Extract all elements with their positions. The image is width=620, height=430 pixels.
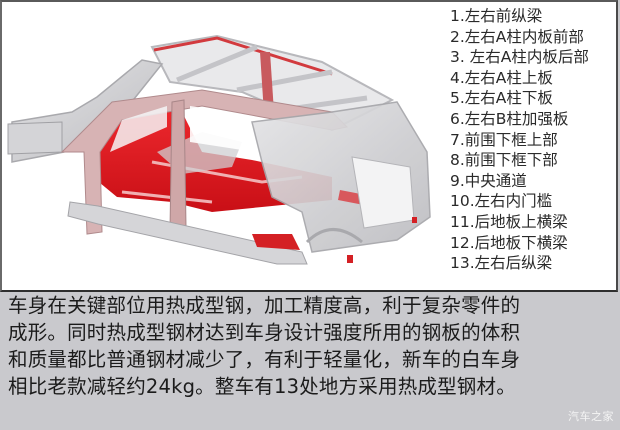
caption-text: 车身在关键部位用热成型钢，加工精度高，利于复杂零件的 成形。同时热成型钢材达到车… — [8, 292, 614, 400]
illustration-panel: 1.左右前纵梁 2.左右A柱内板前部 3. 左右A柱内板后部 4.左右A柱上板 … — [0, 0, 618, 292]
caption-line: 车身在关键部位用热成型钢，加工精度高，利于复杂零件的 — [8, 294, 521, 317]
legend-item: 1.左右前纵梁 — [450, 7, 543, 25]
legend-item: 6.左右B柱加强板 — [450, 109, 569, 128]
caption-line: 成形。同时热成型钢材达到车身设计强度所用的钢板的体积 — [8, 321, 521, 344]
caption-line: 和质量都比普通钢材减少了，有利于轻量化，新车的白车身 — [8, 348, 521, 371]
legend-item: 7.前围下框上部 — [450, 130, 558, 149]
caption-line: 相比老款减轻约24kg。整车有13处地方采用热成型钢材。 — [8, 375, 516, 398]
legend-item: 11.后地板上横梁 — [450, 212, 568, 231]
legend-item: 12.后地板下横梁 — [450, 233, 568, 252]
parts-legend: 1.左右前纵梁 2.左右A柱内板前部 3. 左右A柱内板后部 4.左右A柱上板 … — [450, 6, 589, 274]
legend-item: 5.左右A柱下板 — [450, 89, 553, 108]
legend-item: 8.前围下框下部 — [450, 151, 558, 170]
legend-item: 4.左右A柱上板 — [450, 68, 553, 87]
legend-item: 13.左右后纵梁 — [450, 254, 553, 273]
legend-item: 9.中央通道 — [450, 171, 527, 190]
legend-item: 2.左右A柱内板前部 — [450, 27, 584, 46]
legend-item: 3. 左右A柱内板后部 — [450, 48, 589, 67]
watermark: 汽车之家 — [568, 410, 614, 423]
car-body-frame-illustration — [7, 34, 431, 265]
legend-item: 10.左右内门槛 — [450, 192, 553, 211]
